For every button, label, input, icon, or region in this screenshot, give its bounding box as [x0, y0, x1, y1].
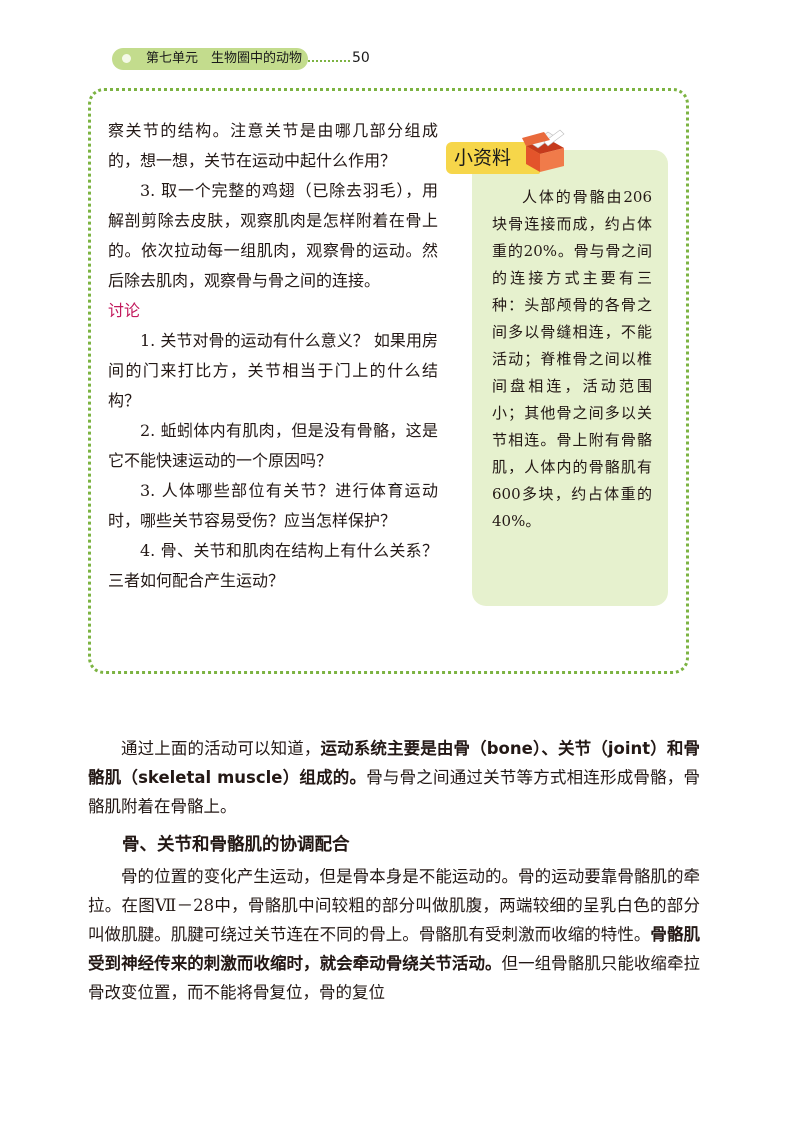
discussion-question: 3. 人体哪些部位有关节？进行体育运动时，哪些关节容易受伤？应当怎样保护？	[108, 481, 438, 530]
body-text-end: 但一组骨骼肌只能收缩牵拉骨改变位置，而不能将骨复位，骨的复位	[88, 954, 701, 1002]
key-statement: 运动系统主要是由骨（bone）、关节（joint）和骨骼肌（skeletal m…	[88, 739, 700, 787]
summary-text-end: 骨与骨之间通过关节等方式相连形成骨骼，骨骼肌附着在骨骼上。	[88, 768, 701, 816]
activity-step-3: 3. 取一个完整的鸡翅（已除去羽毛），用解剖剪除去皮肤，观察肌肉是怎样附着在骨上…	[108, 181, 438, 290]
chapter-title: 第七单元 生物圈中的动物	[146, 51, 303, 66]
header-dot-icon	[122, 54, 131, 63]
sidebar-title-tag	[446, 142, 540, 174]
discussion-question: 2. 蚯蚓体内有肌肉，但是没有骨骼，这是它不能快速运动的一个原因吗？	[108, 421, 438, 470]
page-number: 50	[352, 50, 370, 66]
discussion-question: 4. 骨、关节和肌肉在结构上有什么关系？三者如何配合产生运动？	[108, 541, 438, 590]
discussion-question: 1. 关节对骨的运动有什么意义？ 如果用房间的门来打比方，关节相当于门上的什么结…	[108, 331, 438, 410]
activity-step-continued: 察关节的结构。注意关节是由哪几部分组成的，想一想，关节在运动中起什么作用？	[108, 121, 438, 170]
section-heading: 骨、关节和骨骼肌的协调配合	[122, 835, 350, 855]
key-statement: 骨骼肌受到神经传来的刺激而收缩时，就会牵动骨绕关节活动。	[88, 925, 701, 973]
open-box-icon	[522, 129, 565, 172]
activity-box-border	[88, 88, 689, 674]
sidebar-text: 人体的骨骼由206块骨连接而成，约占体重的20%。骨与骨之间的连接方式主要有三种…	[492, 188, 652, 530]
body-paragraph: 骨的位置的变化产生运动，但是骨本身是不能运动的。骨的运动要靠骨骼肌的牵拉。在图Ⅶ…	[88, 862, 700, 1007]
dotted-leader	[308, 60, 350, 62]
summary-text: 通过上面的活动可以知道，	[121, 739, 321, 758]
summary-paragraph: 通过上面的活动可以知道，运动系统主要是由骨（bone）、关节（joint）和骨骼…	[88, 734, 700, 821]
body-text: 骨的位置的变化产生运动，但是骨本身是不能运动的。骨的运动要靠骨骼肌的牵拉。在图Ⅶ…	[88, 867, 700, 944]
discussion-label: 讨论	[108, 301, 141, 320]
activity-text: 察关节的结构。注意关节是由哪几部分组成的，想一想，关节在运动中起什么作用？ 3.…	[108, 116, 438, 596]
chapter-header-pill	[112, 48, 308, 70]
info-sidebar	[472, 150, 668, 606]
sidebar-title: 小资料	[454, 147, 512, 169]
